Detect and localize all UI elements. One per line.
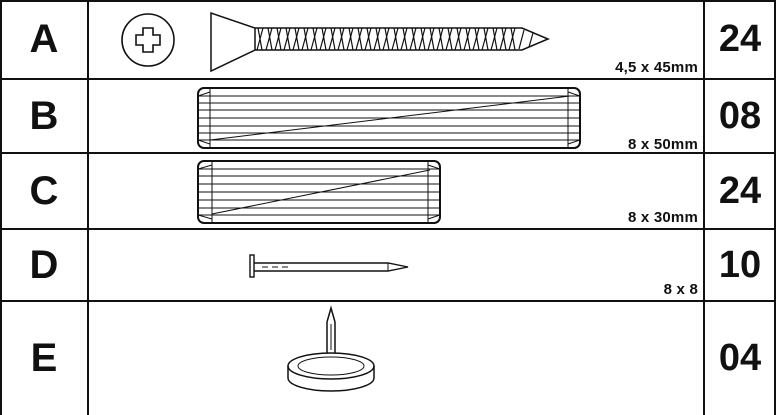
part-letter: A bbox=[29, 17, 59, 61]
furniture-glide-icon bbox=[287, 305, 375, 392]
part-row-d: D 10 8 x 8 bbox=[0, 229, 776, 301]
screw-icon bbox=[210, 11, 550, 73]
part-quantity: 10 bbox=[718, 243, 762, 286]
part-row-e: E 04 bbox=[0, 301, 776, 415]
part-size: 4,5 x 45mm bbox=[615, 59, 698, 76]
part-row-b: B 08 8 x 50mm bbox=[0, 79, 776, 154]
part-letter: E bbox=[30, 335, 58, 380]
part-size: 8 x 50mm bbox=[628, 136, 698, 153]
part-letter: B bbox=[29, 93, 59, 138]
phillips-head-icon bbox=[121, 13, 175, 67]
part-row-a: A 24 4,5 x 45mm bbox=[0, 0, 776, 79]
part-quantity: 04 bbox=[718, 336, 762, 379]
nail-icon bbox=[249, 254, 409, 278]
part-quantity: 24 bbox=[718, 18, 762, 60]
dowel-short-icon bbox=[197, 160, 441, 224]
part-quantity: 08 bbox=[718, 94, 762, 137]
part-row-c: C 24 8 x 30mm bbox=[0, 153, 776, 229]
part-quantity: 24 bbox=[718, 169, 762, 212]
part-size: 8 x 8 bbox=[663, 281, 698, 298]
dowel-long-icon bbox=[197, 87, 581, 149]
part-letter: D bbox=[29, 242, 59, 287]
part-size: 8 x 30mm bbox=[628, 209, 698, 226]
part-letter: C bbox=[29, 168, 59, 213]
